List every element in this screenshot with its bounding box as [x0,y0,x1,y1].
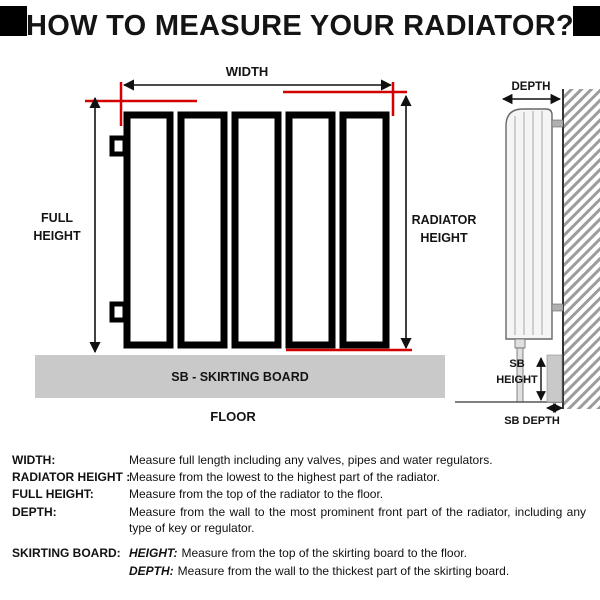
title-corner-mark-left [0,6,27,36]
definition-term: WIDTH: [12,453,56,467]
definition-term: SKIRTING BOARD: [12,545,121,560]
definition-text: Measure from the top of the radiator to … [129,487,384,502]
definition-text: Measure full length including any valves… [129,453,493,467]
skirting-board-label: SB - SKIRTING BOARD [171,370,309,384]
radiator-measurement-diagram: WIDTH FULL HEIGHT RADIATOR HEIGHT SB - S… [33,64,600,427]
page-title: HOW TO MEASURE YOUR RADIATOR? [26,9,574,42]
skirting-height-subtext: Measure from the top of the skirting boa… [181,545,467,560]
red-measure-guide-lines [85,82,412,352]
radiator-side-view: DEPTH SB HEIGHT SB DEPTH [455,81,600,427]
definition-text: Measure from the wall to the most promin… [129,504,586,535]
radiator-column [231,111,282,349]
full-height-label-line2: HEIGHT [33,229,81,243]
definition-term: FULL HEIGHT: [12,487,94,502]
radiator-wall-lug-top [109,135,128,157]
definition-row-skirting-board: SKIRTING BOARD: HEIGHT:Measure from the … [12,545,588,581]
radiator-height-label-line2: HEIGHT [420,231,468,245]
radiator-side-body [505,108,553,340]
radiator-wall-lug-bottom [109,301,128,323]
width-label: WIDTH [226,64,269,79]
radiator-column [339,111,390,349]
skirting-depth-subtext: Measure from the wall to the thickest pa… [177,564,510,579]
radiator-height-measure: RADIATOR HEIGHT [400,94,477,350]
definition-term: RADIATOR HEIGHT : [12,470,131,485]
depth-label: DEPTH [512,81,551,93]
skirting-board-rect [35,355,445,398]
skirting-depth-definition: DEPTH:Measure from the wall to the thick… [129,563,586,579]
sb-height-label-line2: HEIGHT [496,374,538,386]
skirting-depth-sublabel: DEPTH: [129,564,174,579]
definition-row-depth: DEPTH: Measure from the wall to the most… [12,504,588,536]
radiator-column [123,111,174,349]
definition-row-width: WIDTH: Measure full length including any… [12,452,588,468]
sb-depth-label: SB DEPTH [504,415,560,427]
definition-text: Measure from the lowest to the highest p… [129,470,440,485]
skirting-height-sublabel: HEIGHT: [129,545,178,560]
definition-term: DEPTH: [12,504,57,519]
full-height-measure: FULL HEIGHT [33,96,101,354]
skirting-board-front: SB - SKIRTING BOARD FLOOR [35,355,445,424]
width-measure: WIDTH [122,64,393,91]
floor-label: FLOOR [210,409,256,424]
wall-hatch [563,89,600,409]
title-bar: HOW TO MEASURE YOUR RADIATOR? [0,0,600,52]
sb-height-label-line1: SB [509,358,524,370]
radiator-column [177,111,228,349]
skirting-height-definition: HEIGHT:Measure from the top of the skirt… [129,545,586,561]
radiator-height-label-line1: RADIATOR [412,213,477,227]
title-corner-mark-right [573,6,600,36]
radiator-front-view [109,111,390,349]
wall-bracket-top [551,119,564,128]
definition-text: HEIGHT:Measure from the top of the skirt… [129,545,588,581]
skirting-board-side-rect [546,354,563,403]
wall-bracket-bottom [551,303,564,312]
definition-row-radiator-height: RADIATOR HEIGHT : Measure from the lowes… [12,469,588,485]
radiator-valve [514,338,526,349]
definitions-section: WIDTH: Measure full length including any… [0,442,600,581]
full-height-label-line1: FULL [41,211,73,225]
radiator-column [285,111,336,349]
definition-row-full-height: FULL HEIGHT: Measure from the top of the… [12,486,588,502]
